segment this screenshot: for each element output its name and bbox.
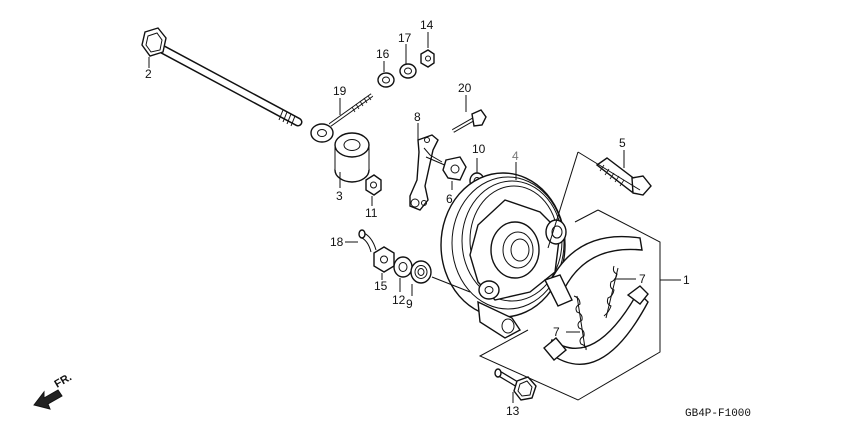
cotter-pin-part <box>358 229 377 253</box>
callout-8: 8 <box>414 110 421 124</box>
nut-part-14 <box>420 49 435 68</box>
callout-12: 12 <box>392 293 406 307</box>
brake-rod-part <box>310 93 374 143</box>
callout-5: 5 <box>619 136 626 150</box>
axle-part <box>141 27 303 127</box>
callout-3: 3 <box>336 189 343 203</box>
callout-7-lower: 7 <box>553 325 560 339</box>
washer-part-16 <box>377 72 395 88</box>
callout-4: 4 <box>512 149 519 163</box>
brake-panel-part <box>440 172 567 339</box>
bolt-part-20 <box>452 109 487 133</box>
washer-part-17 <box>399 63 417 79</box>
callout-18: 18 <box>330 235 344 249</box>
callout-9: 9 <box>406 297 413 311</box>
callout-2: 2 <box>145 67 152 81</box>
collar-part <box>334 132 370 183</box>
castle-nut-part <box>373 246 395 273</box>
shoe-assembly-bracket <box>478 151 681 401</box>
direction-label: FR. <box>53 371 74 390</box>
callout-13: 13 <box>506 404 520 418</box>
spring-lower <box>573 295 587 351</box>
wear-indicator-part <box>442 156 467 181</box>
callout-11: 11 <box>365 206 378 220</box>
washer-part-12 <box>393 256 413 278</box>
callout-19: 19 <box>333 84 347 98</box>
nut-part-11 <box>365 174 382 196</box>
brake-arm-part <box>409 134 448 211</box>
callout-15: 15 <box>374 279 388 293</box>
callout-1: 1 <box>683 273 690 287</box>
callout-6: 6 <box>446 192 453 206</box>
front-arrow-icon <box>33 389 63 410</box>
anchor-bolt-part <box>494 368 537 401</box>
dust-seal-part <box>410 260 432 284</box>
spring-upper <box>603 265 619 319</box>
callout-7-upper: 7 <box>639 272 646 286</box>
callout-17: 17 <box>398 31 412 45</box>
callout-14: 14 <box>420 18 434 32</box>
callout-20: 20 <box>458 81 472 95</box>
callout-10: 10 <box>472 142 486 156</box>
diagram-code: GB4P-F1000 <box>685 408 751 420</box>
brake-shoe-upper <box>544 235 643 307</box>
callout-16: 16 <box>376 47 390 61</box>
brake-shoe-lower <box>543 285 649 366</box>
